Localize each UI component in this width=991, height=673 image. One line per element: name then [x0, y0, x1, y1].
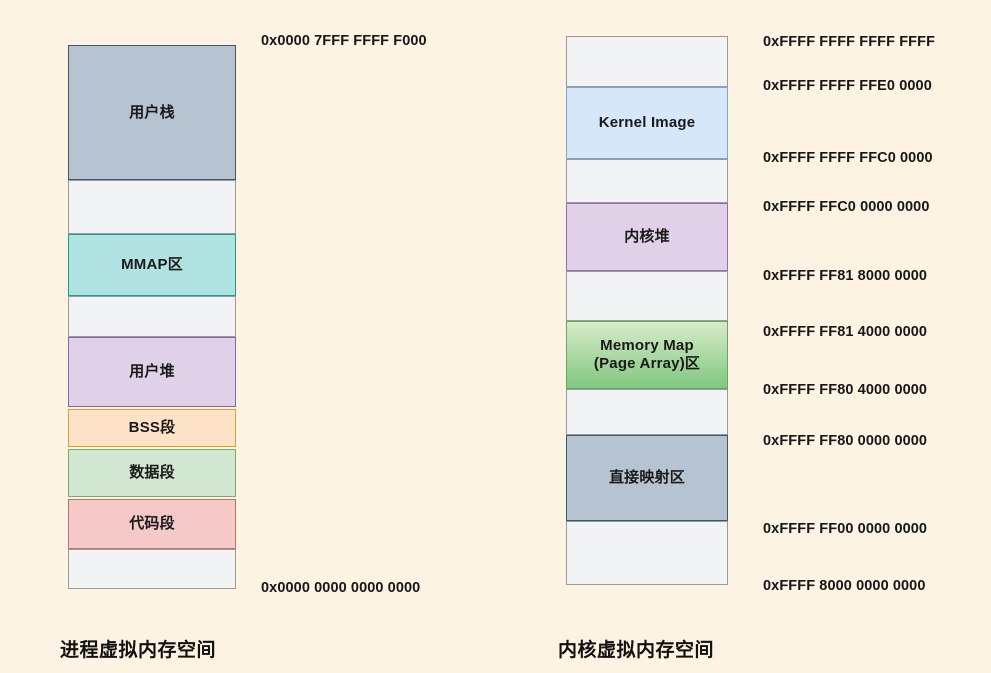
- right-address-label-6: 0xFFFF FF80 4000 0000: [763, 382, 928, 398]
- right-address-label-7: 0xFFFF FF80 0000 0000: [763, 433, 928, 449]
- right-address-label-0: 0xFFFF FFFF FFFF FFFF: [763, 34, 936, 50]
- kernel-block-label: Kernel Image: [598, 114, 696, 132]
- process-block-label: 用户堆: [129, 363, 175, 381]
- kernel-block-8-unused-gap: [566, 521, 728, 585]
- process-block-1-unused-gap: [68, 180, 236, 234]
- kernel-memory-caption: 内核虚拟内存空间: [558, 640, 715, 661]
- process-block-3-unused-gap: [68, 296, 236, 337]
- process-block-7-代码段: 代码段: [68, 499, 236, 549]
- process-block-label: 代码段: [129, 515, 175, 533]
- kernel-block-0-unused-gap: [566, 36, 728, 87]
- process-block-6-数据段: 数据段: [68, 449, 236, 497]
- process-memory-caption: 进程虚拟内存空间: [60, 640, 217, 661]
- right-address-label-5: 0xFFFF FF81 4000 0000: [763, 324, 928, 340]
- kernel-block-label: 内核堆: [624, 228, 670, 246]
- kernel-block-label: 直接映射区: [608, 469, 685, 487]
- right-address-label-2: 0xFFFF FFFF FFC0 0000: [763, 150, 933, 166]
- process-block-8-unused-gap: [68, 549, 236, 589]
- kernel-block-label: Memory Map (Page Array)区: [593, 337, 701, 372]
- right-address-label-8: 0xFFFF FF00 0000 0000: [763, 521, 928, 537]
- kernel-block-4-unused-gap: [566, 271, 728, 321]
- process-block-label: 数据段: [129, 464, 175, 482]
- kernel-block-3-内核堆: 内核堆: [566, 203, 728, 271]
- process-block-5-bss段: BSS段: [68, 409, 236, 447]
- right-address-label-9: 0xFFFF 8000 0000 0000: [763, 578, 926, 594]
- right-address-label-4: 0xFFFF FF81 8000 0000: [763, 268, 928, 284]
- process-block-label: MMAP区: [121, 256, 183, 274]
- kernel-block-7-直接映射区: 直接映射区: [566, 435, 728, 521]
- left-address-label-0: 0x0000 7FFF FFFF F000: [261, 33, 427, 49]
- process-block-4-用户堆: 用户堆: [68, 337, 236, 407]
- kernel-memory-column: Kernel Image 内核堆 Memory Map (Page Array)区直…: [566, 36, 728, 585]
- kernel-block-1-kernel-image: Kernel Image: [566, 87, 728, 159]
- kernel-block-5-memory-map-(page-array)区: Memory Map (Page Array)区: [566, 321, 728, 389]
- process-block-label: 用户栈: [129, 103, 175, 121]
- left-address-label-1: 0x0000 0000 0000 0000: [261, 580, 421, 596]
- right-address-label-1: 0xFFFF FFFF FFE0 0000: [763, 78, 932, 94]
- kernel-block-2-unused-gap: [566, 159, 728, 203]
- process-memory-column: 用户栈 MMAP区用户堆 BSS段数据段代码段: [68, 45, 236, 589]
- process-block-label: BSS段: [128, 419, 176, 437]
- process-block-0-用户栈: 用户栈: [68, 45, 236, 180]
- right-address-label-3: 0xFFFF FFC0 0000 0000: [763, 199, 930, 215]
- kernel-block-6-unused-gap: [566, 389, 728, 435]
- process-block-2-mmap区: MMAP区: [68, 234, 236, 296]
